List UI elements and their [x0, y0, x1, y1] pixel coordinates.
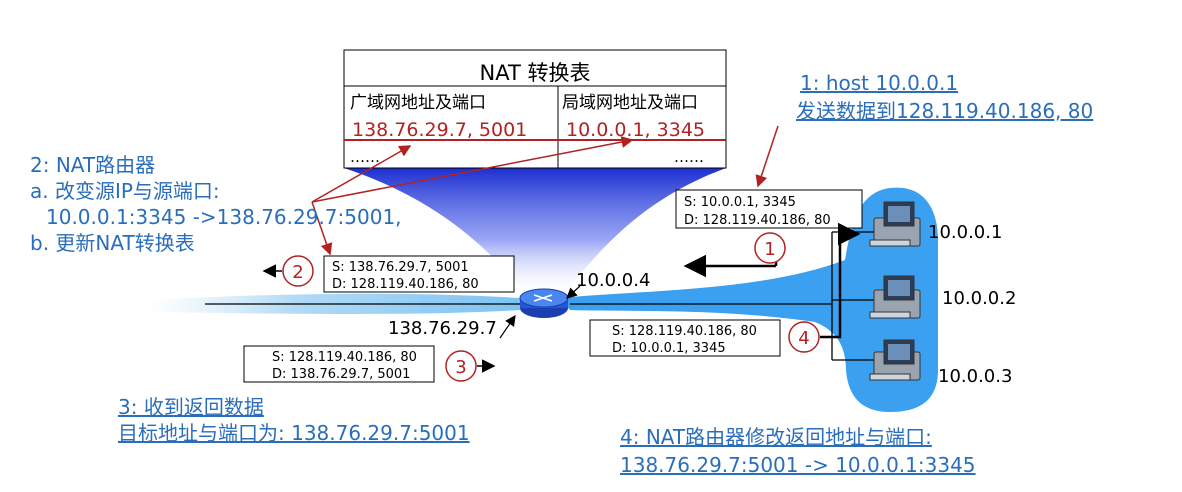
nat-table-row-wan: 138.76.29.7, 5001 — [352, 119, 527, 141]
step4-line2: 138.76.29.7:5001 -> 10.0.0.1:3345 — [620, 453, 976, 477]
arrow-to-router-wan — [499, 315, 516, 339]
nat-table-title: NAT 转换表 — [480, 61, 591, 85]
packet3-box — [243, 345, 435, 383]
host2-address: 10.0.0.2 — [942, 288, 1016, 309]
step1-line1: 1: host 10.0.0.1 — [800, 71, 958, 95]
router-wan-address: 138.76.29.7 — [388, 318, 497, 339]
step3-line2: 目标地址与端口为: 138.76.29.7:5001 — [118, 421, 470, 445]
packet2-dst: D: 128.119.40.186, 80 — [332, 277, 479, 292]
badge-2 — [282, 255, 314, 287]
step2-line4: b. 更新NAT转换表 — [30, 231, 195, 255]
nat-table-col-wan: 广域网地址及端口 — [350, 93, 486, 113]
packet2-box — [323, 255, 515, 293]
packet4-box — [589, 319, 781, 357]
host1-computer-icon[interactable] — [869, 201, 921, 247]
packet4-arrow — [820, 222, 861, 339]
packet1-box — [675, 189, 863, 229]
step2-line3: 10.0.0.1:3345 ->138.76.29.7:5001, — [46, 205, 402, 229]
host3-computer-icon[interactable] — [869, 339, 921, 381]
packet1-src: S: 10.0.0.1, 3345 — [684, 195, 796, 210]
arrow-to-lan-entry — [311, 136, 634, 203]
badge-1-label: 1 — [764, 239, 775, 260]
arrow-step1-to-packet1 — [755, 125, 779, 188]
step4-line1: 4: NAT路由器修改返回地址与端口: — [620, 425, 932, 449]
arrow-to-router-lan — [566, 285, 581, 299]
badge-2-label: 2 — [292, 262, 303, 283]
host3-address: 10.0.0.3 — [938, 366, 1012, 387]
packet3-dst: D: 138.76.29.7, 5001 — [272, 367, 410, 382]
lan-area — [560, 187, 938, 412]
router-lan-address: 10.0.0.4 — [576, 270, 650, 291]
packet4-src: S: 128.119.40.186, 80 — [612, 324, 757, 339]
packet1-dst: D: 128.119.40.186, 80 — [684, 213, 831, 228]
host1-address: 10.0.0.1 — [928, 222, 1002, 243]
badge-3 — [445, 350, 477, 382]
nat-router-icon[interactable] — [519, 288, 569, 318]
badge-4 — [788, 321, 820, 353]
arrow-to-wan-entry — [311, 145, 412, 203]
nat-table-row-lan: 10.0.0.1, 3345 — [566, 119, 705, 141]
badge-1 — [754, 232, 786, 264]
badge-4-label: 4 — [798, 328, 809, 349]
packet4-dst: D: 10.0.0.1, 3345 — [612, 341, 726, 356]
step3-line1: 3: 收到返回数据 — [118, 395, 264, 419]
nat-table-funnel — [344, 168, 726, 298]
host2-computer-icon[interactable] — [869, 275, 921, 319]
nat-table-col-lan: 局域网地址及端口 — [562, 93, 698, 113]
nat-table-dots-left: …… — [350, 148, 380, 166]
arrow-to-packet2 — [311, 201, 333, 256]
step2-line1: 2: NAT路由器 — [30, 153, 155, 177]
nat-table-dots-right: …… — [674, 148, 704, 166]
badge-3-label: 3 — [455, 357, 466, 378]
packet2-src: S: 138.76.29.7, 5001 — [332, 260, 469, 275]
packet3-src: S: 128.119.40.186, 80 — [272, 350, 417, 365]
step2-line2: a. 改变源IP与源端口: — [30, 179, 220, 203]
step1-line2: 发送数据到128.119.40.186, 80 — [796, 99, 1093, 123]
